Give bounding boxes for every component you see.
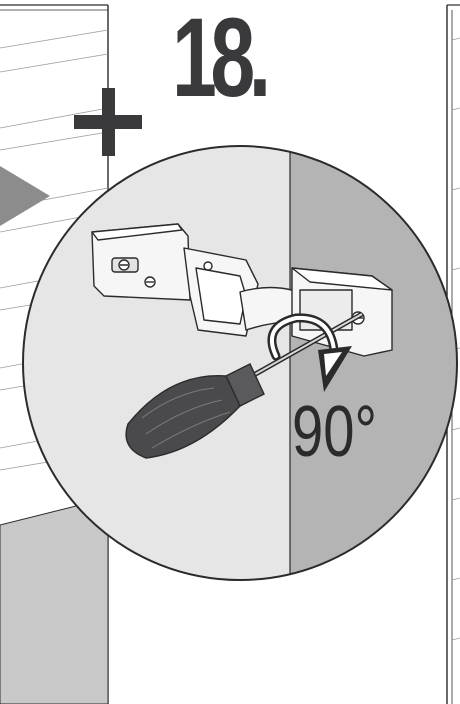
- step-number: 18.: [172, 0, 271, 120]
- plus-icon: [74, 88, 142, 156]
- rotation-angle-label: 90°: [292, 392, 377, 472]
- cabinet-door-panel: [0, 497, 109, 704]
- shelf-plank-edge: [0, 166, 50, 226]
- screwdriver-icon: [125, 311, 364, 459]
- rotation-arrow-icon: [267, 313, 352, 392]
